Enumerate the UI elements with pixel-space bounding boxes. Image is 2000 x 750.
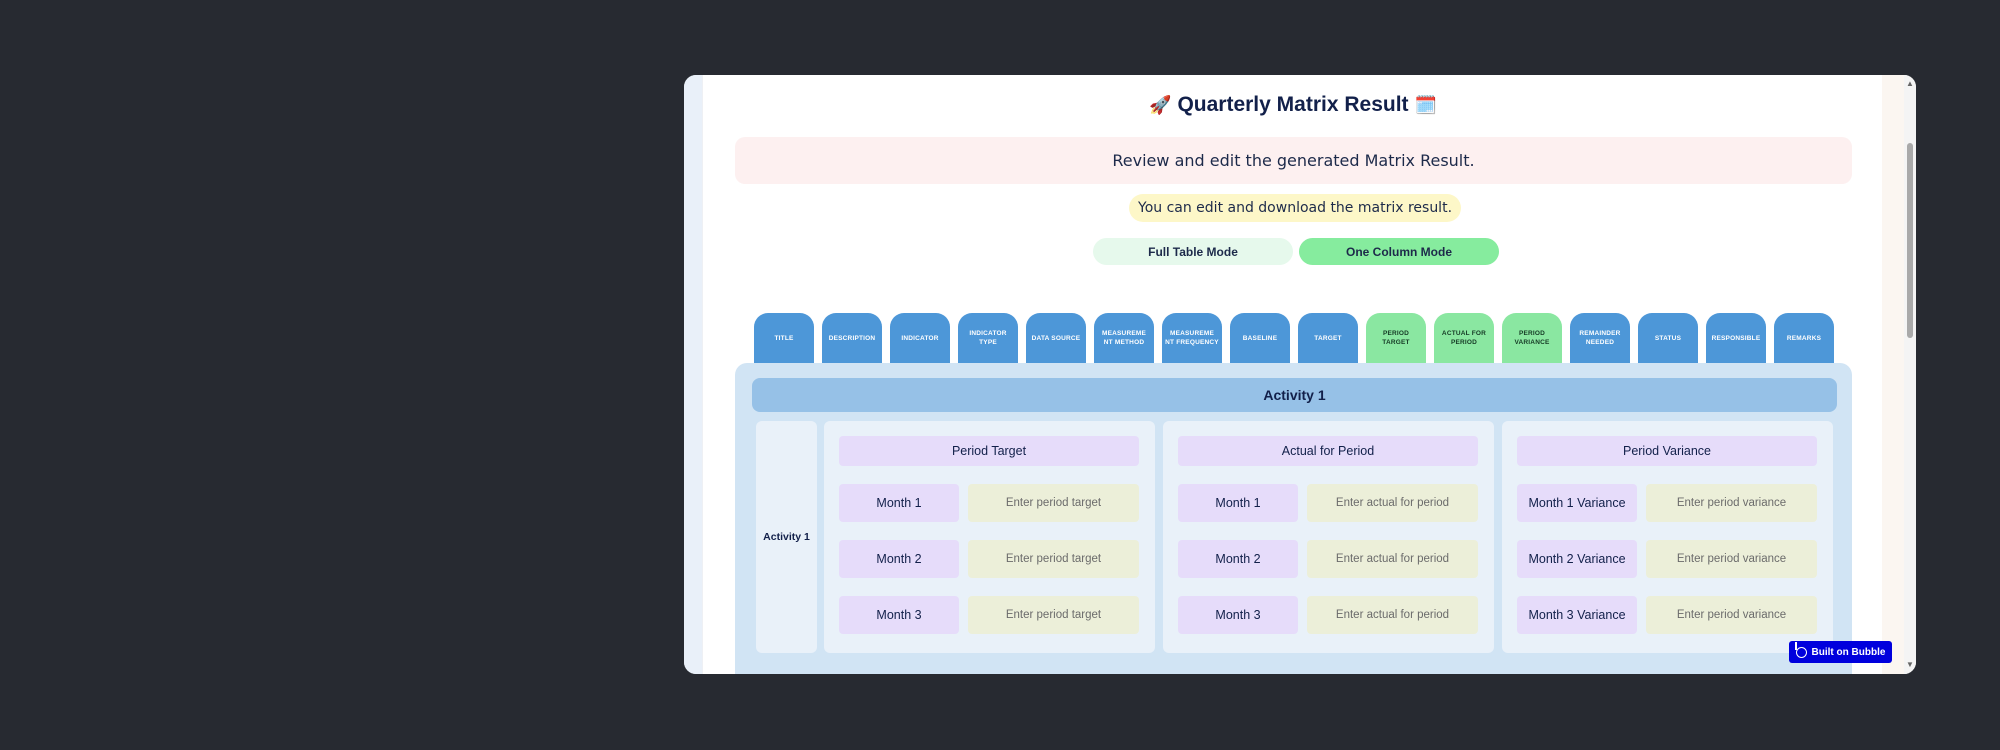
period-variance-input[interactable] <box>1646 484 1817 522</box>
month-label: Month 2 <box>1178 540 1298 578</box>
modal-left-edge <box>684 75 702 674</box>
built-on-bubble-badge[interactable]: Built on Bubble <box>1789 641 1892 663</box>
activity-row-label: Activity 1 <box>756 421 817 653</box>
tab-description[interactable]: DESCRIPTION <box>822 313 882 363</box>
tab-period-variance[interactable]: PERIOD VARIANCE <box>1502 313 1562 363</box>
review-banner: Review and edit the generated Matrix Res… <box>735 137 1852 184</box>
period-variance-panel: Period Variance Month 1 Variance Month 2… <box>1502 421 1833 653</box>
modal-right-edge <box>1882 75 1904 674</box>
calendar-icon: 🗓️ <box>1414 95 1437 115</box>
column-tabs: TITLE DESCRIPTION INDICATOR INDICATOR TY… <box>754 313 1844 363</box>
scroll-down-arrow-icon[interactable]: ▼ <box>1906 660 1914 669</box>
panel-title: Actual for Period <box>1178 436 1478 466</box>
tab-target[interactable]: TARGET <box>1298 313 1358 363</box>
full-table-mode-button[interactable]: Full Table Mode <box>1093 238 1293 265</box>
tab-actual-for-period[interactable]: ACTUAL FOR PERIOD <box>1434 313 1494 363</box>
matrix-result-modal: 🚀Quarterly Matrix Result🗓️ Review and ed… <box>684 75 1916 674</box>
bubble-logo-icon <box>1794 641 1807 658</box>
page-title-text: Quarterly Matrix Result <box>1177 93 1409 116</box>
month-label: Month 1 <box>1178 484 1298 522</box>
rocket-icon: 🚀 <box>1149 95 1172 115</box>
panel-title: Period Variance <box>1517 436 1817 466</box>
edit-download-note: You can edit and download the matrix res… <box>1129 194 1462 222</box>
period-variance-input[interactable] <box>1646 540 1817 578</box>
actual-for-period-input[interactable] <box>1307 484 1478 522</box>
actual-for-period-input[interactable] <box>1307 596 1478 634</box>
tab-indicator-type[interactable]: INDICATOR TYPE <box>958 313 1018 363</box>
period-target-input[interactable] <box>968 596 1139 634</box>
month-label: Month 3 <box>839 596 959 634</box>
month-label: Month 2 <box>839 540 959 578</box>
month-variance-label: Month 3 Variance <box>1517 596 1637 634</box>
month-variance-label: Month 2 Variance <box>1517 540 1637 578</box>
panel-title: Period Target <box>839 436 1139 466</box>
tab-baseline[interactable]: BASELINE <box>1230 313 1290 363</box>
tab-title[interactable]: TITLE <box>754 313 814 363</box>
tab-period-target[interactable]: PERIOD TARGET <box>1366 313 1426 363</box>
page-title: 🚀Quarterly Matrix Result🗓️ <box>703 91 1883 119</box>
period-target-panel: Period Target Month 1 Month 2 Month 3 <box>824 421 1155 653</box>
scroll-up-arrow-icon[interactable]: ▲ <box>1906 79 1914 88</box>
month-label: Month 1 <box>839 484 959 522</box>
activity-header: Activity 1 <box>752 378 1837 412</box>
one-column-mode-button[interactable]: One Column Mode <box>1299 238 1499 265</box>
period-target-input[interactable] <box>968 540 1139 578</box>
tab-status[interactable]: STATUS <box>1638 313 1698 363</box>
month-variance-label: Month 1 Variance <box>1517 484 1637 522</box>
tab-data-source[interactable]: DATA SOURCE <box>1026 313 1086 363</box>
month-label: Month 3 <box>1178 596 1298 634</box>
tab-remainder-needed[interactable]: REMAINDER NEEDED <box>1570 313 1630 363</box>
matrix-table: Activity 1 Activity 1 Period Target Mont… <box>735 363 1852 674</box>
scrollbar-thumb[interactable] <box>1907 143 1913 338</box>
tab-measurement-method[interactable]: MEASUREME NT METHOD <box>1094 313 1154 363</box>
actual-for-period-input[interactable] <box>1307 540 1478 578</box>
tab-responsible[interactable]: RESPONSIBLE <box>1706 313 1766 363</box>
tab-indicator[interactable]: INDICATOR <box>890 313 950 363</box>
tab-measurement-frequency[interactable]: MEASUREME NT FREQUENCY <box>1162 313 1222 363</box>
period-target-input[interactable] <box>968 484 1139 522</box>
period-variance-input[interactable] <box>1646 596 1817 634</box>
vertical-scrollbar[interactable]: ▲ ▼ <box>1904 75 1916 674</box>
badge-label: Built on Bubble <box>1811 646 1886 658</box>
actual-for-period-panel: Actual for Period Month 1 Month 2 Month … <box>1163 421 1494 653</box>
tab-remarks[interactable]: REMARKS <box>1774 313 1834 363</box>
modal-content: 🚀Quarterly Matrix Result🗓️ Review and ed… <box>702 75 1883 674</box>
